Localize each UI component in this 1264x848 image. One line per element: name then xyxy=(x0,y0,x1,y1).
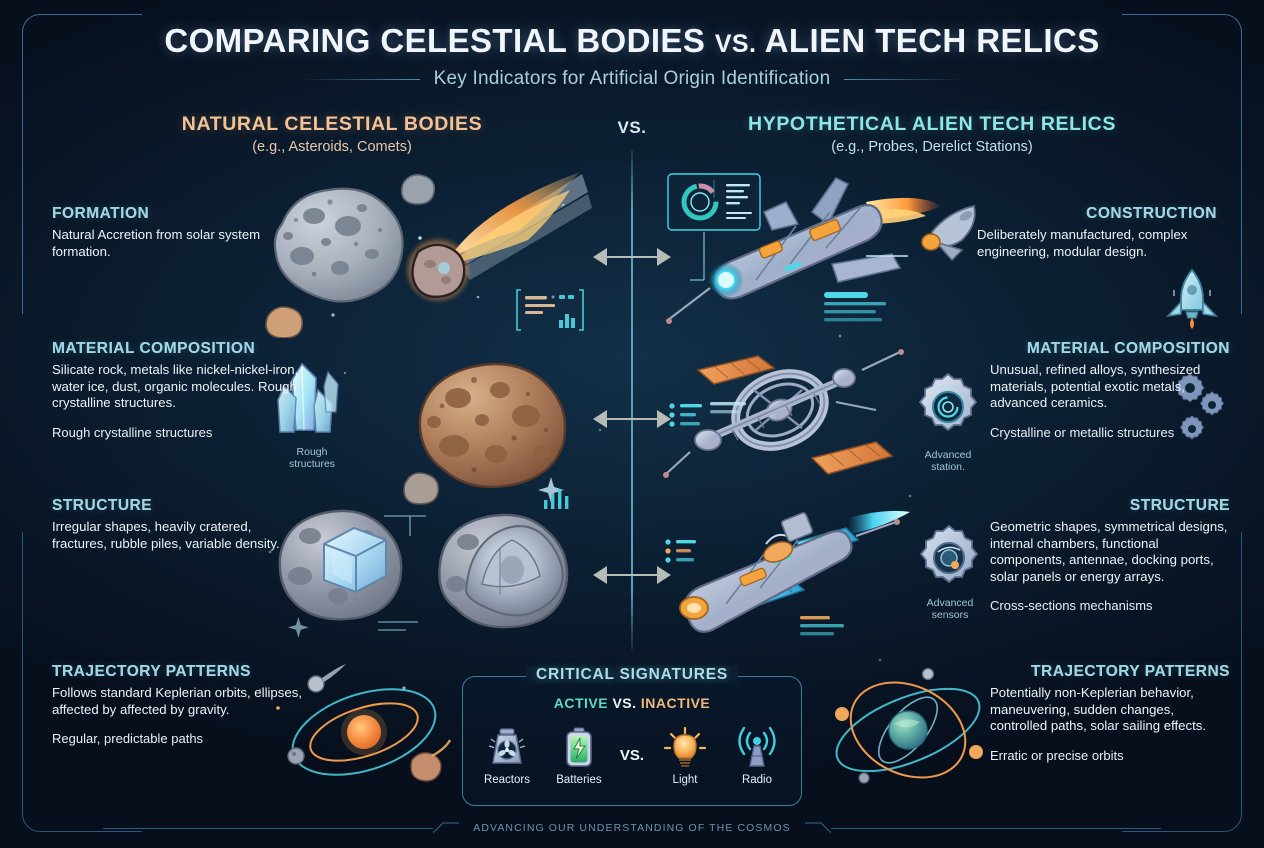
title-main-text: COMPARING CELESTIAL BODIES xyxy=(164,22,715,59)
signature-item-radio: Radio xyxy=(726,723,788,786)
page-subtitle: Key Indicators for Artificial Origin Ide… xyxy=(433,68,831,89)
caption-advanced-sensors: Advanced sensors xyxy=(926,597,974,621)
footer-notch-right xyxy=(804,822,831,834)
block-title: MATERIAL COMPOSITION xyxy=(52,340,304,358)
arrow-head-left-icon xyxy=(593,410,607,428)
comparison-arrow-row-3 xyxy=(593,566,671,584)
natural-column-subtitle: (e.g., Asteroids, Comets) xyxy=(252,139,412,155)
caption-advanced-station: Advanced station. xyxy=(924,449,972,473)
arrow-shaft xyxy=(603,256,661,258)
block-title: TRAJECTORY PATTERNS xyxy=(52,663,304,681)
block-body: Unusual, refined alloys, synthesized mat… xyxy=(990,362,1201,410)
subtitle-row: Key Indicators for Artificial Origin Ide… xyxy=(0,68,1264,90)
inactive-label: INACTIVE xyxy=(640,695,711,711)
title-tail-text: ALIEN TECH RELICS xyxy=(756,22,1100,59)
natural-column-title: NATURAL CELESTIAL BODIES xyxy=(181,113,483,135)
critical-signatures-subtitle: ACTIVE VS. INACTIVE xyxy=(463,695,801,711)
block-body: Follows standard Keplerian orbits, ellip… xyxy=(52,685,302,717)
block-note: Cross-sections mechanisms xyxy=(990,598,1153,613)
illustration-cratered-asteroid xyxy=(403,362,567,505)
rocket-icon-illustration xyxy=(1165,268,1219,329)
block-note: Crystalline or metallic structures xyxy=(990,424,1175,440)
arrow-head-right-icon xyxy=(657,248,671,266)
block-title: MATERIAL COMPOSITION xyxy=(990,340,1230,358)
column-header-natural: NATURAL CELESTIAL BODIES (e.g., Asteroid… xyxy=(92,113,572,155)
block-structure-alien: STRUCTURE Geometric shapes, symmetrical … xyxy=(990,497,1230,614)
battery-icon xyxy=(548,723,610,769)
reactor-icon xyxy=(476,723,538,769)
signature-label: Reactors xyxy=(483,774,530,786)
signature-vs-label: VS. xyxy=(619,747,645,764)
block-title: STRUCTURE xyxy=(52,497,304,515)
block-body: Potentially non-Keplerian behavior, mane… xyxy=(990,685,1207,733)
signature-label: Batteries xyxy=(556,774,602,786)
block-formation: FORMATION Natural Accretion from solar s… xyxy=(52,205,304,260)
columns-vs-label: VS. xyxy=(617,118,647,137)
illustration-alien-probe-ship xyxy=(666,173,976,324)
signature-label: Light xyxy=(672,774,698,786)
block-title: CONSTRUCTION xyxy=(977,205,1217,223)
block-body: Silicate rock, metals like nickel-nickel… xyxy=(52,362,299,410)
center-divider xyxy=(631,150,633,650)
signature-item-light: Light xyxy=(654,723,716,786)
block-body: Natural Accretion from solar system form… xyxy=(52,227,261,259)
comparison-arrow-row-1 xyxy=(593,248,671,266)
block-construction: CONSTRUCTION Deliberately manufactured, … xyxy=(977,205,1217,260)
page-title: COMPARING CELESTIAL BODIES VS. ALIEN TEC… xyxy=(0,22,1264,60)
illustration-derelict-station xyxy=(663,349,904,478)
column-header-alien: HYPOTHETICAL ALIEN TECH RELICS (e.g., Pr… xyxy=(692,113,1172,155)
arrow-head-right-icon xyxy=(657,410,671,428)
block-title: FORMATION xyxy=(52,205,304,223)
caption-rough-structures: Rough structures xyxy=(288,446,336,470)
illustration-alien-craft-solar xyxy=(665,510,910,636)
arrow-head-right-icon xyxy=(657,566,671,584)
alien-column-subtitle: (e.g., Probes, Derelict Stations) xyxy=(831,139,1033,155)
block-trajectory-alien: TRAJECTORY PATTERNS Potentially non-Kepl… xyxy=(990,663,1230,764)
footer-notch-left xyxy=(433,822,460,834)
block-body: Deliberately manufactured, complex engin… xyxy=(977,227,1188,259)
block-body: Irregular shapes, heavily cratered, frac… xyxy=(52,519,280,551)
arrow-head-left-icon xyxy=(593,566,607,584)
subtitle-rule-left xyxy=(299,78,420,80)
critical-signatures-panel: CRITICAL SIGNATURES ACTIVE VS. INACTIVE … xyxy=(462,666,802,806)
footer: ADVANCING OUR UNDERSTANDING OF THE COSMO… xyxy=(0,822,1264,834)
illustration-asteroid-crosssections xyxy=(278,509,569,631)
signature-label: Radio xyxy=(741,774,772,786)
lightbulb-icon xyxy=(654,723,716,769)
illustration-nonkeplerian-orbit xyxy=(835,667,983,784)
subtitle-rule-right xyxy=(844,78,965,80)
title-vs-text: VS. xyxy=(714,30,757,58)
hud-panel-bar-chart xyxy=(516,289,584,331)
block-structure-natural: STRUCTURE Irregular shapes, heavily crat… xyxy=(52,497,304,552)
block-note: Rough crystalline structures xyxy=(52,424,213,440)
signature-item-reactors: Reactors xyxy=(476,723,538,786)
block-title: STRUCTURE xyxy=(990,497,1230,515)
footer-rule-left xyxy=(103,827,434,829)
radio-tower-icon xyxy=(726,723,788,769)
block-trajectory-natural: TRAJECTORY PATTERNS Follows standard Kep… xyxy=(52,663,304,747)
block-material-composition-alien: MATERIAL COMPOSITION Unusual, refined al… xyxy=(990,340,1230,441)
block-material-composition-natural: MATERIAL COMPOSITION Silicate rock, meta… xyxy=(52,340,304,441)
block-note: Regular, predictable paths xyxy=(52,731,204,746)
footer-rule-right xyxy=(830,827,1161,829)
active-label: ACTIVE xyxy=(553,695,609,711)
alien-column-title: HYPOTHETICAL ALIEN TECH RELICS xyxy=(748,113,1116,135)
comparison-arrow-row-2 xyxy=(593,410,671,428)
block-note: Erratic or precise orbits xyxy=(990,747,1124,763)
gear-sensors-icon xyxy=(919,524,979,584)
arrow-head-left-icon xyxy=(593,248,607,266)
gear-icon-large xyxy=(918,372,978,432)
hud-bar-indicator xyxy=(544,489,569,509)
arrow-shaft xyxy=(603,574,661,576)
vs-label: VS. xyxy=(612,695,637,711)
block-title: TRAJECTORY PATTERNS xyxy=(990,663,1230,681)
signature-item-batteries: Batteries xyxy=(548,723,610,786)
infographic-header: COMPARING CELESTIAL BODIES VS. ALIEN TEC… xyxy=(0,22,1264,90)
footer-text: ADVANCING OUR UNDERSTANDING OF THE COSMO… xyxy=(473,822,791,834)
arrow-shaft xyxy=(603,418,661,420)
signature-items-row: Reactors Batteries VS. xyxy=(471,723,793,786)
block-body: Geometric shapes, symmetrical designs, i… xyxy=(990,519,1228,584)
critical-signatures-title: CRITICAL SIGNATURES xyxy=(463,666,801,684)
